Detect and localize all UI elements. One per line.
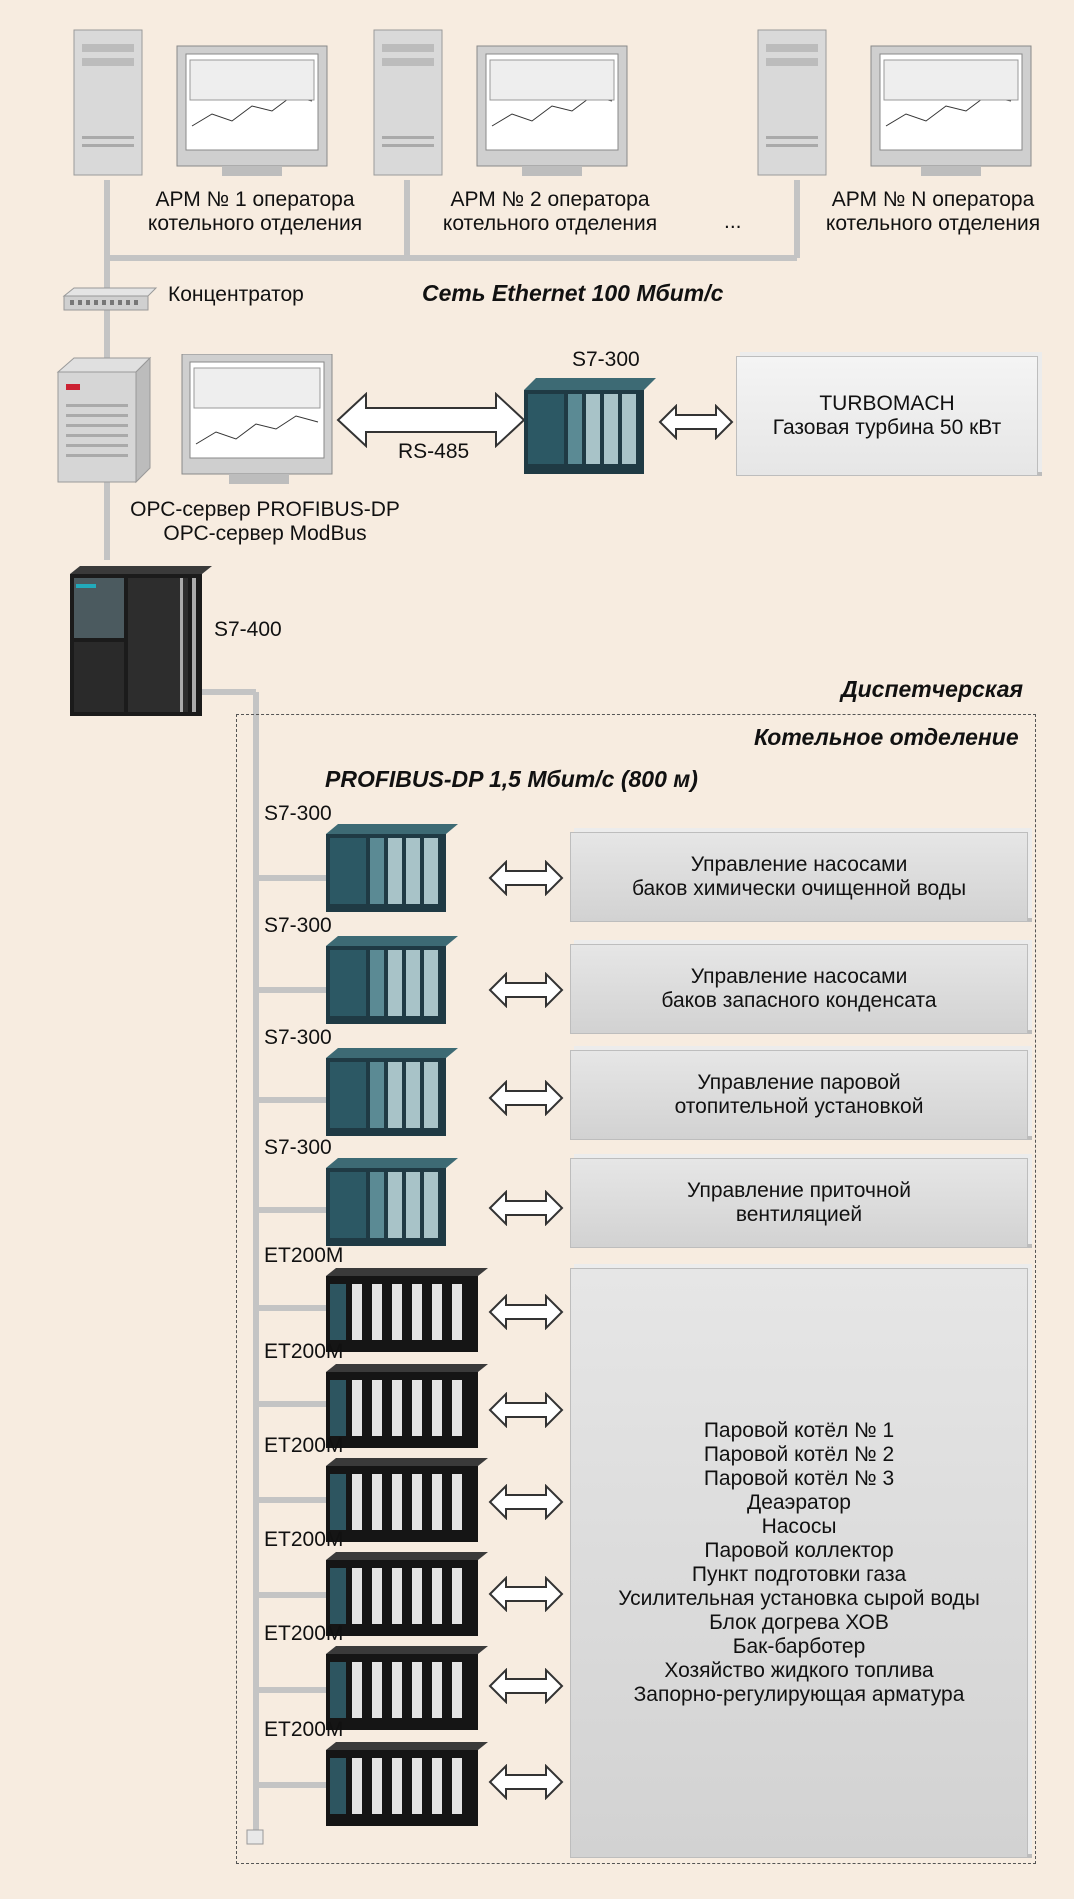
boiler-item: Бак-барботер [732,1635,866,1658]
s7-300-2-label: S7-300 [264,914,332,937]
boiler-item: Хозяйство жидкого топлива [664,1659,934,1682]
s7-300-top-icon [524,378,656,474]
workstation-2-icon [373,29,628,176]
s7-300-top-label: S7-300 [572,348,640,371]
et200m-2-label: ET200M [264,1340,344,1363]
et200m-6-icon [326,1742,488,1826]
s7-300-4-label: S7-300 [264,1136,332,1159]
et200m-3-icon [326,1458,488,1542]
opc-server-line1: ОРС-сервер PROFIBUS-DP [130,498,400,521]
hub-label: Концентратор [168,283,304,306]
et200m-4-label: ET200M [264,1528,344,1551]
turbine-panel: TURBOMACH Газовая турбина 50 кВт [736,356,1038,476]
boiler-item: Паровой котёл № 2 [703,1443,895,1466]
turbine-line2: Газовая турбина 50 кВт [772,416,1002,439]
s7-300-4-panel-line1: Управление приточной [687,1179,911,1202]
et200m-4-arrow-icon [488,1576,564,1612]
et200m-1-arrow-icon [488,1294,564,1330]
workstation-n-label: АРМ № N оператора котельного отделения [800,188,1066,236]
opc-server-label: ОРС-сервер PROFIBUS-DP ОРС-сервер ModBus [110,498,420,546]
boiler-item: Запорно-регулирующая арматура [633,1683,965,1706]
boiler-item: Насосы [761,1515,837,1538]
boiler-item: Блок догрева ХОВ [709,1611,889,1634]
et200m-2-icon [326,1364,488,1448]
boiler-equipment-panel: Паровой котёл № 1 Паровой котёл № 2 Паро… [570,1268,1028,1858]
s7-300-1-arrow-icon [488,860,564,896]
workstation-2-line1: АРМ № 2 оператора [450,188,650,211]
s7-300-2-icon [326,936,458,1024]
workstation-1-line2: котельного отделения [147,212,363,235]
s7-300-1-panel-line1: Управление насосами [690,853,908,876]
s7-300-2-panel-line2: баков запасного конденсата [661,989,937,1012]
et200m-1-icon [326,1268,488,1352]
boiler-zone-title: Котельное отделение [754,724,1019,750]
turbine-arrow-icon [658,404,734,440]
s7-300-3-panel-line1: Управление паровой [697,1071,901,1094]
et200m-6-arrow-icon [488,1764,564,1800]
et200m-5-icon [326,1646,488,1730]
boiler-item: Усилительная установка сырой воды [618,1587,980,1610]
workstation-1-label: АРМ № 1 оператора котельного отделения [130,188,380,236]
s7-300-3-arrow-icon [488,1080,564,1116]
opc-server-line2: ОРС-сервер ModBus [163,522,367,545]
boiler-zone [236,714,1036,1864]
profibus-label: PROFIBUS-DP 1,5 Мбит/с (800 м) [325,766,698,792]
s7-300-2-arrow-icon [488,972,564,1008]
workstation-n-line1: АРМ № N оператора [831,188,1035,211]
dispatch-zone-title: Диспетчерская [841,676,1024,702]
s7-300-4-arrow-icon [488,1190,564,1226]
s7-300-1-panel-line2: баков химически очищенной воды [631,877,967,900]
rs485-label: RS-485 [398,440,470,463]
s7-300-1-label: S7-300 [264,802,332,825]
s7-300-3-label: S7-300 [264,1026,332,1049]
boiler-item: Паровой котёл № 3 [703,1467,895,1490]
hub-icon [62,287,158,311]
et200m-5-arrow-icon [488,1668,564,1704]
et200m-1-label: ET200M [264,1244,344,1267]
workstation-2-label: АРМ № 2 оператора котельного отделения [420,188,680,236]
boiler-item: Паровой коллектор [704,1539,894,1562]
boiler-item: Пункт подготовки газа [691,1563,907,1586]
turbine-line1: TURBOMACH [819,392,955,415]
workstation-1-line1: АРМ № 1 оператора [155,188,355,211]
et200m-5-label: ET200M [264,1622,344,1645]
s7-300-3-panel-line2: отопительной установкой [674,1095,924,1118]
ethernet-label: Сеть Ethernet 100 Мбит/с [422,280,724,306]
boiler-item: Деаэратор [747,1491,851,1514]
et200m-3-arrow-icon [488,1484,564,1520]
s7-300-4-panel-line2: вентиляцией [735,1203,863,1226]
et200m-4-icon [326,1552,488,1636]
s7-300-4-icon [326,1158,458,1246]
workstation-n-line2: котельного отделения [825,212,1041,235]
s7-300-3-icon [326,1048,458,1136]
workstation-n-icon [757,29,1032,176]
s7-300-2-panel-line1: Управление насосами [690,965,908,988]
workstation-2-line2: котельного отделения [442,212,658,235]
s7-400-icon [70,566,212,716]
ellipsis: ... [724,210,742,233]
opc-server-icon [56,354,333,484]
s7-300-1-icon [326,824,458,912]
et200m-2-arrow-icon [488,1392,564,1428]
boiler-item: Паровой котёл № 1 [703,1419,895,1442]
et200m-3-label: ET200M [264,1434,344,1457]
workstation-1-icon [73,29,328,176]
et200m-6-label: ET200M [264,1718,344,1741]
s7-400-label: S7-400 [214,618,282,641]
